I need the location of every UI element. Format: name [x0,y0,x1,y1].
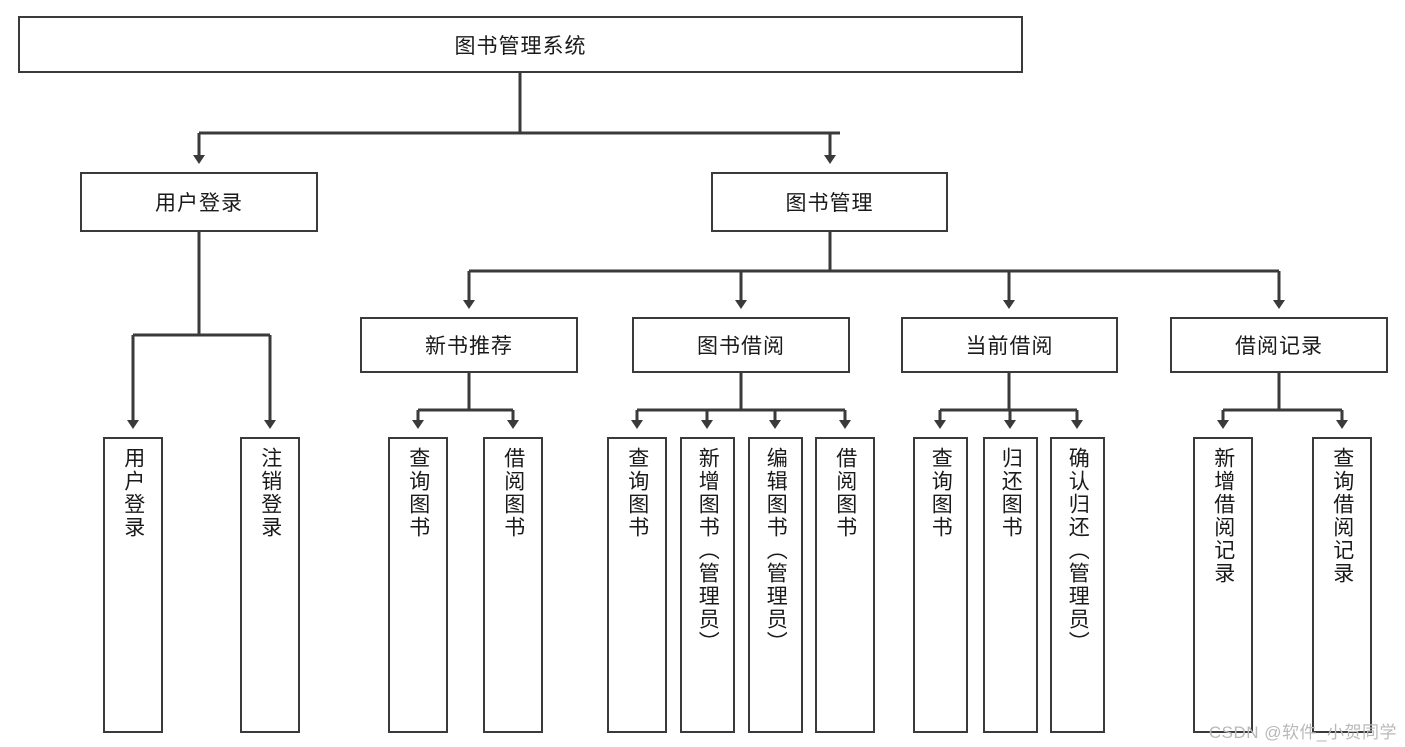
leaf-return-book[interactable]: 归还图书 [983,437,1038,733]
leaf-borrow-book-1[interactable]: 借阅图书 [483,437,543,733]
leaf-query-book-3-label: 查询图书 [929,447,953,539]
leaf-add-book[interactable]: 新增图书（管理员） [680,437,735,733]
node-new-book-recommend-label: 新书推荐 [425,335,513,358]
node-current-borrow-label: 当前借阅 [965,335,1054,358]
leaf-query-record[interactable]: 查询借阅记录 [1312,437,1372,733]
leaf-edit-book[interactable]: 编辑图书（管理员） [748,437,803,733]
leaf-confirm-return[interactable]: 确认归还（管理员） [1050,437,1105,733]
node-book-manage-label: 图书管理 [785,192,874,215]
node-user-login[interactable]: 用户登录 [80,172,318,232]
leaf-borrow-book-2[interactable]: 借阅图书 [815,437,875,733]
leaf-edit-book-label: 编辑图书（管理员） [764,447,788,654]
leaf-logout[interactable]: 注销登录 [240,437,300,733]
node-root-label: 图书管理系统 [454,34,587,58]
leaf-user-login-label: 用户登录 [121,447,145,539]
leaf-add-record-label: 新增借阅记录 [1211,447,1235,585]
node-book-borrow[interactable]: 图书借阅 [632,317,850,373]
leaf-user-login[interactable]: 用户登录 [103,437,163,733]
leaf-query-book-3[interactable]: 查询图书 [913,437,968,733]
node-new-book-recommend[interactable]: 新书推荐 [360,317,578,373]
leaf-query-record-label: 查询借阅记录 [1330,447,1354,585]
leaf-confirm-return-label: 确认归还（管理员） [1066,447,1090,654]
leaf-borrow-book-1-label: 借阅图书 [501,447,525,539]
csdn-watermark: CSDN @软件_小贺同学 [1208,723,1397,742]
node-book-manage[interactable]: 图书管理 [711,172,948,232]
leaf-query-book-2-label: 查询图书 [625,447,649,539]
leaf-query-book-2[interactable]: 查询图书 [607,437,667,733]
leaf-add-record[interactable]: 新增借阅记录 [1193,437,1253,733]
node-book-borrow-label: 图书借阅 [697,335,785,358]
leaf-query-book-1[interactable]: 查询图书 [388,437,448,733]
node-user-login-label: 用户登录 [155,192,243,215]
leaf-return-book-label: 归还图书 [999,447,1023,539]
leaf-query-book-1-label: 查询图书 [406,447,430,539]
node-root[interactable]: 图书管理系统 [18,16,1023,73]
node-borrow-record[interactable]: 借阅记录 [1170,317,1388,373]
leaf-borrow-book-2-label: 借阅图书 [833,447,857,539]
node-borrow-record-label: 借阅记录 [1235,335,1323,358]
leaf-logout-label: 注销登录 [258,447,282,539]
leaf-add-book-label: 新增图书（管理员） [696,447,720,654]
node-current-borrow[interactable]: 当前借阅 [901,317,1118,373]
